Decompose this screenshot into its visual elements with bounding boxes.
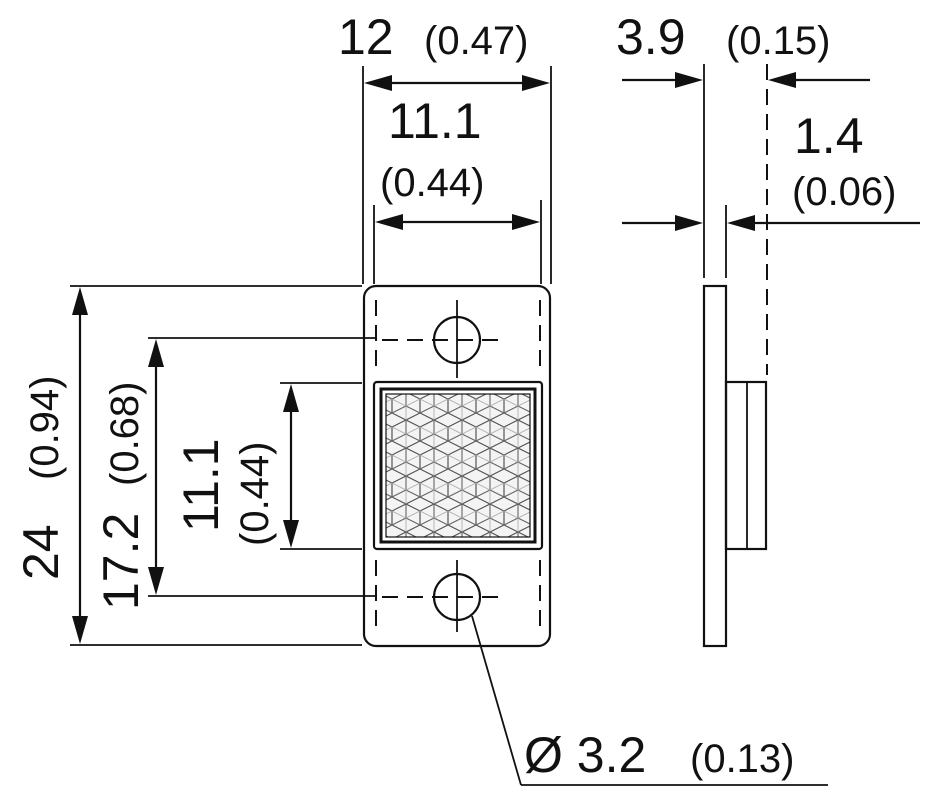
top-inner-dimension: 11.1 (0.44)	[373, 93, 542, 284]
reflector-frame-outline	[372, 380, 544, 551]
hole-pitch-value: 17.2	[93, 513, 149, 610]
hole-diameter-inch: (0.13)	[690, 737, 795, 781]
side-depth-inch: (0.15)	[726, 19, 831, 63]
front-view	[362, 284, 552, 648]
height-inch: (0.94)	[23, 376, 67, 481]
top-inner-inch: (0.44)	[380, 161, 485, 205]
top-width-inch: (0.47)	[424, 19, 529, 63]
height-value: 24	[13, 524, 69, 580]
hole-pitch-dimension: 17.2 (0.68)	[93, 337, 375, 610]
reflector-height-value: 11.1	[173, 438, 229, 532]
side-reflector-block	[724, 380, 768, 551]
top-inner-value: 11.1	[388, 93, 482, 149]
reflector-plate-outline	[362, 284, 552, 648]
reflector-height-dimension: 11.1 (0.44)	[173, 382, 362, 550]
side-plate-inch: (0.06)	[792, 170, 897, 214]
side-plate-value: 1.4	[794, 108, 864, 164]
hole-diameter-value: Ø 3.2	[524, 727, 646, 783]
side-plate-dimension: 1.4 (0.06)	[622, 108, 920, 278]
side-plate	[702, 284, 728, 648]
top-width-dimension: 12 (0.47)	[338, 9, 552, 284]
side-depth-dimension: 3.9 (0.15)	[616, 9, 870, 375]
reflector-frame-inner	[379, 387, 537, 544]
side-view	[702, 284, 768, 648]
top-width-value: 12	[338, 9, 394, 65]
reflector-height-inch: (0.44)	[233, 442, 277, 547]
prism-reflector-area	[385, 393, 531, 538]
hole-pitch-inch: (0.68)	[103, 382, 147, 487]
hole-diameter-callout: Ø 3.2 (0.13)	[471, 615, 828, 786]
side-depth-value: 3.9	[616, 9, 686, 65]
height-dimension: 24 (0.94)	[13, 285, 362, 646]
upper-mounting-hole	[382, 300, 500, 378]
lower-mounting-hole	[382, 560, 500, 632]
